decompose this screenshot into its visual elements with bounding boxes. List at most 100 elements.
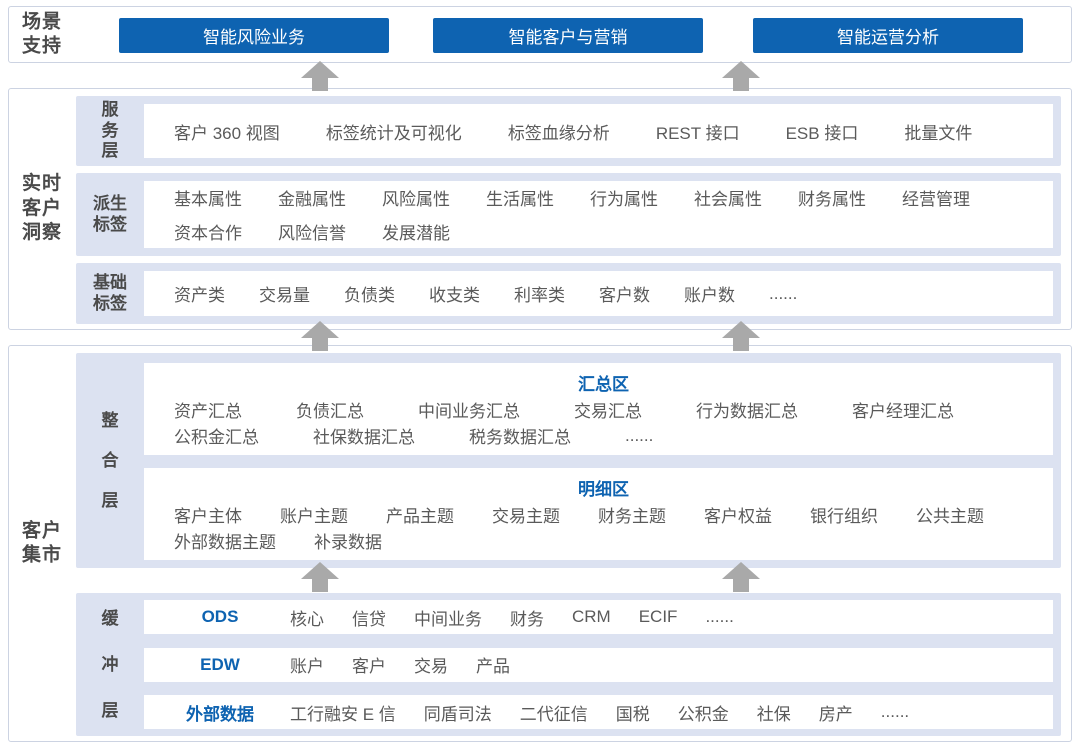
detail-item: 产品主题 bbox=[386, 506, 454, 526]
service-item: 客户 360 视图 bbox=[174, 123, 280, 143]
integration-layer: 整 合 层 汇总区 资产汇总负债汇总中间业务汇总交易汇总行为数据汇总客户经理汇总… bbox=[76, 353, 1061, 568]
integration-layer-label: 整 合 层 bbox=[101, 410, 119, 510]
summary-item: ...... bbox=[625, 425, 654, 445]
detail-item: 账户主题 bbox=[280, 506, 348, 526]
up-arrow-icon bbox=[722, 562, 760, 592]
edw-item: 账户 bbox=[290, 657, 324, 676]
arrow-stem bbox=[733, 579, 749, 592]
derived-tag-item: 风险属性 bbox=[382, 190, 450, 209]
basic-tag-item: 收支类 bbox=[429, 286, 480, 305]
derived-tag-item: 金融属性 bbox=[278, 190, 346, 209]
derived-tag-item: 发展潜能 bbox=[382, 224, 450, 243]
scenario-button[interactable]: 智能运营分析 bbox=[753, 18, 1023, 53]
external-data-item: 房产 bbox=[818, 704, 853, 724]
arrow-stem bbox=[733, 78, 749, 91]
detail-item: 客户主体 bbox=[174, 506, 242, 526]
ods-title: ODS bbox=[201, 607, 239, 626]
summary-zone-line1: 资产汇总负债汇总中间业务汇总交易汇总行为数据汇总客户经理汇总 bbox=[174, 397, 1033, 422]
summary-item: 资产汇总 bbox=[174, 401, 242, 421]
derived-tag-item: 行为属性 bbox=[590, 190, 658, 209]
summary-item: 中间业务汇总 bbox=[418, 401, 520, 421]
ods-row: ODS 核心 信贷 中间业务 财务 CRM ECIF...... bbox=[144, 600, 1053, 634]
summary-item: 公积金汇总 bbox=[174, 428, 259, 448]
external-data-items: 工行融安 E 信同盾司法二代征信国税公积金社保房产...... bbox=[290, 700, 909, 725]
detail-item: 财务主题 bbox=[598, 506, 666, 526]
derived-tag-item: 风险信誉 bbox=[278, 224, 346, 243]
service-item: 标签血缘分析 bbox=[507, 123, 610, 143]
arrow-head bbox=[722, 61, 760, 78]
detail-zone-line2: 外部数据主题 补录数据 bbox=[174, 528, 1033, 553]
derived-tags-label: 派生 标签 bbox=[93, 193, 127, 234]
ods-item: 中间业务 bbox=[414, 609, 482, 629]
arrow-stem bbox=[312, 338, 328, 351]
detail-item: 客户权益 bbox=[704, 506, 772, 526]
ods-item: ECIF bbox=[638, 607, 678, 626]
external-data-item: 国税 bbox=[615, 704, 650, 724]
ods-items: 核心 信贷 中间业务 财务 CRM ECIF...... bbox=[290, 605, 734, 630]
basic-tag-item: 资产类 bbox=[174, 286, 225, 305]
derived-tag-item: 经营管理 bbox=[902, 190, 970, 209]
service-item: 标签统计及可视化 bbox=[325, 123, 462, 143]
service-item: 批量文件 bbox=[904, 123, 973, 143]
external-data-row: 外部数据 工行融安 E 信同盾司法二代征信国税公积金社保房产...... bbox=[144, 695, 1053, 729]
arrow-stem bbox=[312, 78, 328, 91]
derived-tag-item: 社会属性 bbox=[694, 190, 762, 209]
edw-row: EDW 账户客户交易产品 bbox=[144, 647, 1053, 682]
derived-tag-item: 基本属性 bbox=[174, 190, 242, 209]
ods-item: 核心 bbox=[290, 609, 324, 629]
scenario-button[interactable]: 智能风险业务 bbox=[119, 18, 389, 53]
buffer-layer: 缓 冲 层 ODS 核心 信贷 中间业务 财务 CRM ECIF...... EDW 账户… bbox=[76, 593, 1061, 736]
external-data-title: 外部数据 bbox=[186, 704, 254, 724]
edw-item: 交易 bbox=[414, 657, 448, 676]
summary-item: 客户经理汇总 bbox=[852, 401, 954, 421]
arrow-head bbox=[722, 562, 760, 579]
basic-tag-item: 利率类 bbox=[514, 286, 565, 305]
external-data-item: 同盾司法 bbox=[423, 704, 492, 724]
arrow-stem bbox=[733, 338, 749, 351]
buffer-layer-label: 缓 冲 层 bbox=[101, 608, 119, 720]
derived-tags-line1: 基本属性金融属性风险属性生活属性行为属性社会属性财务属性经营管理 bbox=[174, 185, 1053, 210]
external-data-item: 二代征信 bbox=[519, 704, 588, 724]
derived-tags-box: 基本属性金融属性风险属性生活属性行为属性社会属性财务属性经营管理 资本合作风险信… bbox=[144, 181, 1053, 248]
detail-item: 银行组织 bbox=[810, 506, 878, 526]
summary-item: 税务数据汇总 bbox=[469, 428, 571, 448]
arrow-head bbox=[722, 321, 760, 338]
detail-item: 补录数据 bbox=[314, 533, 382, 553]
scenario-support-label: 场景 支持 bbox=[22, 10, 63, 57]
detail-item: 交易主题 bbox=[492, 506, 560, 526]
ods-item: ...... bbox=[705, 607, 734, 626]
summary-item: 行为数据汇总 bbox=[696, 401, 798, 421]
scenario-support-band: 场景 支持 智能风险业务 智能客户与营销 智能运营分析 bbox=[8, 6, 1072, 63]
up-arrow-icon bbox=[301, 562, 339, 592]
detail-zone-line1: 客户主体账户主题产品主题交易主题财务主题客户权益银行组织公共主题 bbox=[174, 502, 1033, 527]
arrow-head bbox=[301, 562, 339, 579]
edw-title: EDW bbox=[200, 654, 240, 674]
basic-tag-item: 客户数 bbox=[599, 286, 650, 305]
edw-item: 产品 bbox=[476, 657, 510, 676]
ods-item: 财务 bbox=[510, 609, 544, 629]
derived-tag-item: 资本合作 bbox=[174, 224, 242, 243]
basic-tags-row: 基础 标签 资产类交易量负债类收支类利率类客户数账户数...... bbox=[76, 263, 1061, 324]
basic-tags-items: 资产类交易量负债类收支类利率类客户数账户数...... bbox=[174, 281, 1053, 306]
arrow-stem bbox=[312, 579, 328, 592]
arrow-head bbox=[301, 321, 339, 338]
external-data-item: ...... bbox=[880, 702, 910, 721]
external-data-item: 社保 bbox=[756, 704, 791, 724]
basic-tag-item: 负债类 bbox=[344, 286, 395, 305]
derived-tag-item: 生活属性 bbox=[486, 190, 554, 209]
summary-zone-title: 汇总区 bbox=[578, 374, 629, 394]
ods-item: 信贷 bbox=[352, 609, 386, 629]
scenario-button[interactable]: 智能客户与营销 bbox=[433, 18, 703, 53]
up-arrow-icon bbox=[301, 321, 339, 351]
basic-tags-box: 资产类交易量负债类收支类利率类客户数账户数...... bbox=[144, 271, 1053, 316]
detail-item: 外部数据主题 bbox=[174, 533, 276, 553]
summary-item: 交易汇总 bbox=[574, 401, 642, 421]
detail-zone-title: 明细区 bbox=[578, 479, 629, 499]
integration-layer-content: 汇总区 资产汇总负债汇总中间业务汇总交易汇总行为数据汇总客户经理汇总 公积金汇总… bbox=[144, 353, 1061, 568]
service-layer-label: 服 务 层 bbox=[101, 99, 119, 161]
ods-item: CRM bbox=[572, 607, 611, 626]
